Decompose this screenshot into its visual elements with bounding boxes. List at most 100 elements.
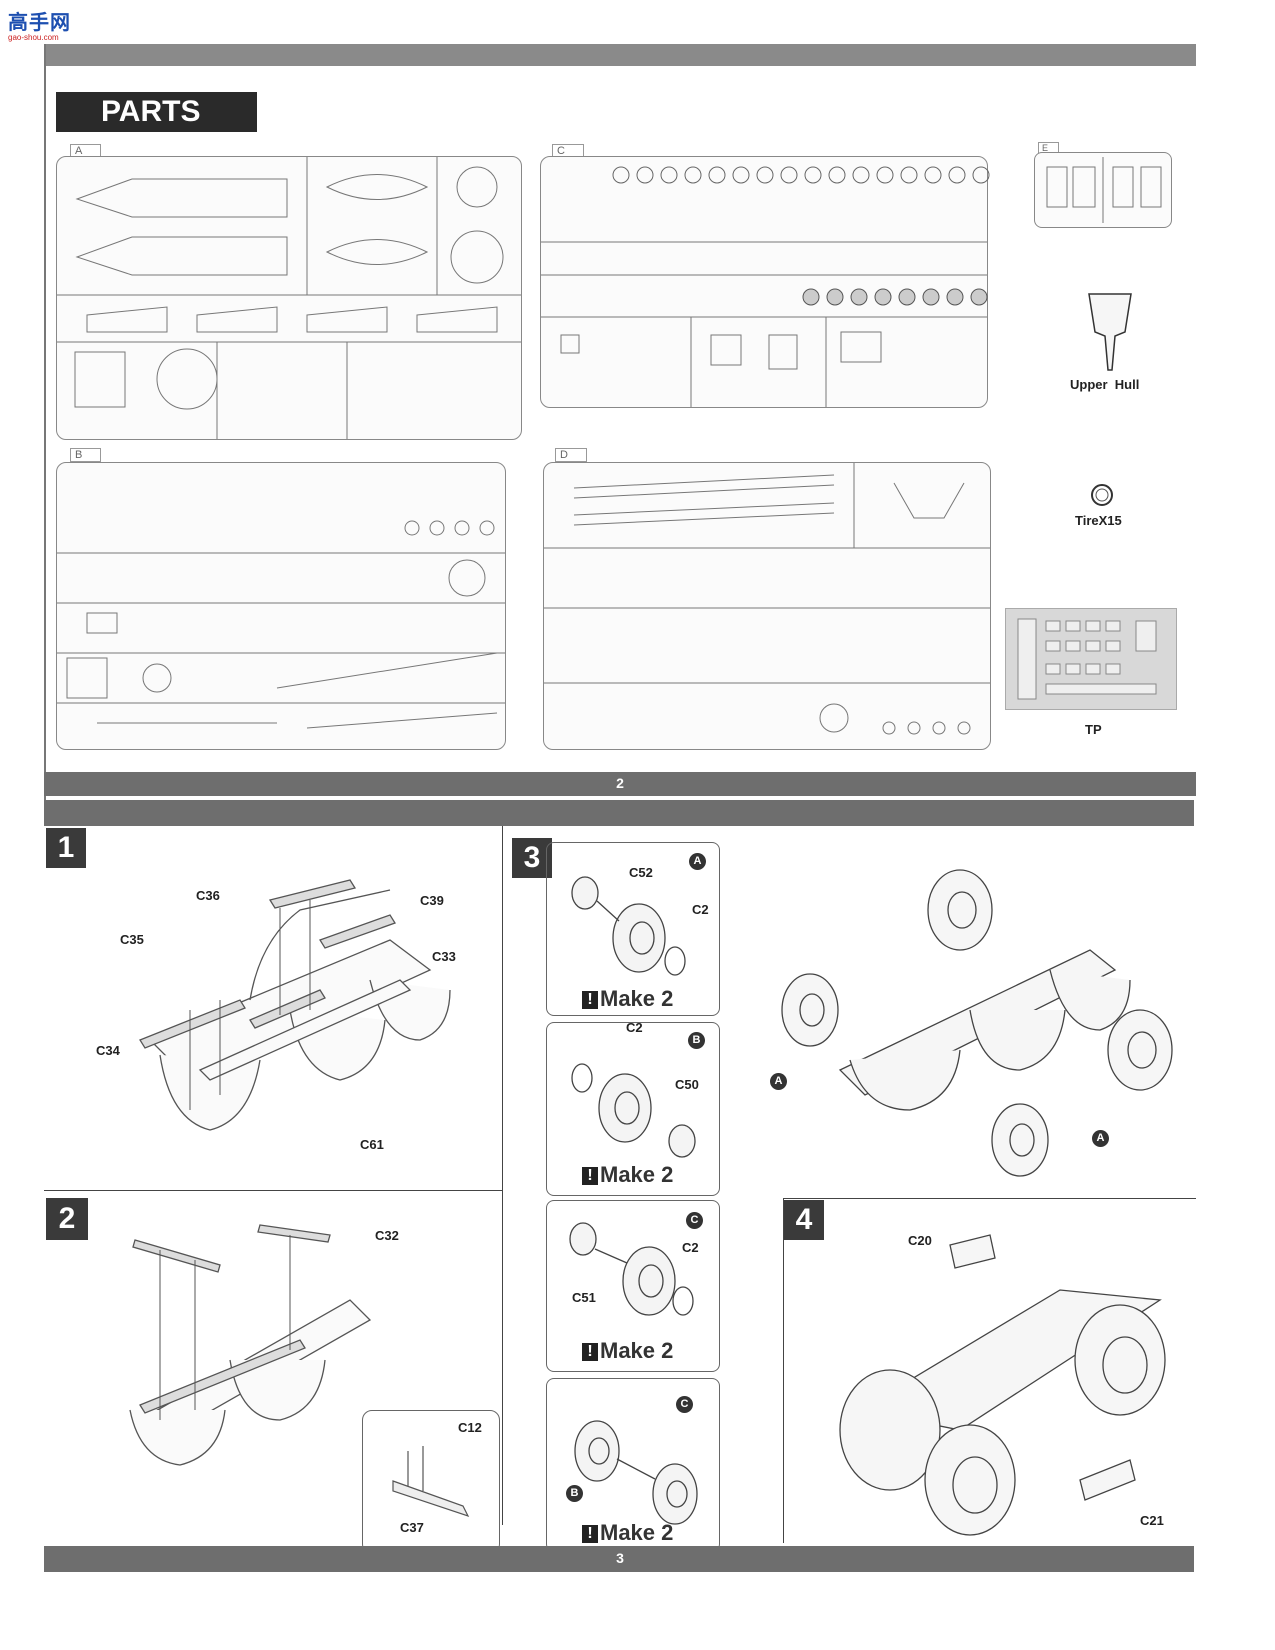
warning-icon: ! xyxy=(582,1167,598,1185)
sprue-b-tag: B xyxy=(70,448,102,462)
step3-sub-a-badge: A xyxy=(689,853,706,870)
step2-label-c32: C32 xyxy=(375,1228,399,1243)
step3-sub-d-badge-c: C xyxy=(676,1396,693,1413)
step3-assembly-badge-a-right: A xyxy=(1092,1130,1109,1147)
step2-panel xyxy=(44,1190,503,1525)
step3-sub-d-badge-b: B xyxy=(566,1485,583,1502)
sprue-c-hub-part xyxy=(946,288,964,306)
sprue-b-drawing xyxy=(57,520,505,729)
sprue-c-hub-part xyxy=(802,288,820,306)
step3-sub-a-make: !Make 2 xyxy=(582,986,673,1012)
step1-label-c34: C34 xyxy=(96,1043,120,1058)
tire-label: TireX15 xyxy=(1075,513,1122,528)
step4-panel xyxy=(783,1198,1196,1543)
sprue-c-wheel-part xyxy=(660,166,678,184)
step3-sub-c-badge: C xyxy=(686,1212,703,1229)
sprue-d-drawing xyxy=(544,463,990,735)
step3-sub-d-make: !Make 2 xyxy=(582,1520,673,1546)
step3-sub-b xyxy=(546,1022,720,1196)
step1-label-c61: C61 xyxy=(360,1137,384,1152)
sprue-c-wheel-part xyxy=(972,166,990,184)
tp-label: TP xyxy=(1085,722,1102,737)
step3-sub-c-drawing xyxy=(569,1222,694,1316)
step3-sub-a-make-text: Make 2 xyxy=(600,986,674,1011)
sprue-c-wheel-part xyxy=(684,166,702,184)
upper-hull-label: Upper Hull xyxy=(1070,377,1140,392)
step4-chassis-drawing xyxy=(839,1234,1166,1536)
step3-sub-b-make: !Make 2 xyxy=(582,1162,673,1188)
step3-sub-b-make-text: Make 2 xyxy=(600,1162,674,1187)
sprue-c-hub-part xyxy=(874,288,892,306)
sprue-e xyxy=(1034,152,1172,228)
step3-sub-b-label-c2: C2 xyxy=(626,1020,643,1035)
step1-number: 1 xyxy=(46,828,86,868)
sprue-c-wheel-part xyxy=(924,166,942,184)
step3-assembly-drawing xyxy=(781,869,1173,1177)
sprue-c-hub-part xyxy=(898,288,916,306)
sprue-c-wheel-part xyxy=(852,166,870,184)
step3-number: 3 xyxy=(512,838,552,878)
warning-icon: ! xyxy=(582,1343,598,1361)
step3-sub-d xyxy=(546,1378,720,1552)
sprue-a-drawing xyxy=(57,157,521,439)
step1-chassis-drawing xyxy=(139,879,451,1131)
site-logo: 高手网 gao-shou.com xyxy=(8,6,78,42)
sprue-c-hub-part xyxy=(826,288,844,306)
sprue-c-wheel-part xyxy=(780,166,798,184)
sprue-c-wheel-part xyxy=(828,166,846,184)
sprue-c-wheel-part xyxy=(756,166,774,184)
step2-label-c37: C37 xyxy=(400,1520,424,1535)
step3-sub-c xyxy=(546,1200,720,1372)
step3-sub-a-drawing xyxy=(571,876,686,976)
step2-number: 2 xyxy=(46,1198,88,1240)
top-header-band xyxy=(44,44,1196,66)
tp-photoetch-fret xyxy=(1005,608,1177,710)
warning-icon: ! xyxy=(582,1525,598,1543)
sprue-c-hub-part xyxy=(922,288,940,306)
step3-sub-c-make-text: Make 2 xyxy=(600,1338,674,1363)
sprue-c-hub-part xyxy=(850,288,868,306)
step1-label-c35: C35 xyxy=(120,932,144,947)
step3-sub-d-make-text: Make 2 xyxy=(600,1520,674,1545)
step4-label-c20: C20 xyxy=(908,1233,932,1248)
page3-number: 3 xyxy=(616,1550,624,1566)
page3-header-band xyxy=(44,800,1194,826)
step3-sub-c-make: !Make 2 xyxy=(582,1338,673,1364)
step4-label-c21: C21 xyxy=(1140,1513,1164,1528)
step3-sub-a-label-c2: C2 xyxy=(692,902,709,917)
step1-label-c36: C36 xyxy=(196,888,220,903)
sprue-c-wheel-part xyxy=(804,166,822,184)
sprue-a xyxy=(56,156,522,440)
sprue-c-drawing xyxy=(541,166,990,407)
sprue-c-wheel-part xyxy=(636,166,654,184)
upper-hull-icon xyxy=(1088,293,1132,371)
step3-assembly-badge-a-left: A xyxy=(770,1073,787,1090)
step3-sub-a xyxy=(546,842,720,1016)
warning-icon: ! xyxy=(582,991,598,1009)
sprue-b xyxy=(56,462,506,750)
step3-sub-b-badge: B xyxy=(688,1032,705,1049)
page-left-rule xyxy=(44,44,46,814)
logo-text: 高手网 xyxy=(8,12,71,34)
sprue-c-wheel-part xyxy=(948,166,966,184)
tire-icon xyxy=(1091,484,1113,506)
parts-title: PARTS xyxy=(56,92,257,132)
step2-label-c12: C12 xyxy=(458,1420,482,1435)
sprue-c-wheel-part xyxy=(900,166,918,184)
tp-fret-drawing xyxy=(1017,618,1157,700)
sprue-c-hub-part xyxy=(970,288,988,306)
step2-inset xyxy=(362,1410,500,1554)
sprue-c-wheel-part xyxy=(732,166,750,184)
step4-number: 4 xyxy=(784,1200,824,1240)
step2-chassis-drawing xyxy=(129,1224,372,1466)
step1-label-c39: C39 xyxy=(420,893,444,908)
page2-footer-band xyxy=(44,772,1196,796)
sprue-c-wheel-part xyxy=(708,166,726,184)
step3-sub-b-label-c50: C50 xyxy=(675,1077,699,1092)
page2-number: 2 xyxy=(616,775,624,791)
step1-label-c33: C33 xyxy=(432,949,456,964)
step3-sub-b-drawing xyxy=(571,1063,696,1158)
sprue-d xyxy=(543,462,991,750)
step3-sub-c-label-c2: C2 xyxy=(682,1240,699,1255)
sprue-d-tag: D xyxy=(555,448,587,462)
